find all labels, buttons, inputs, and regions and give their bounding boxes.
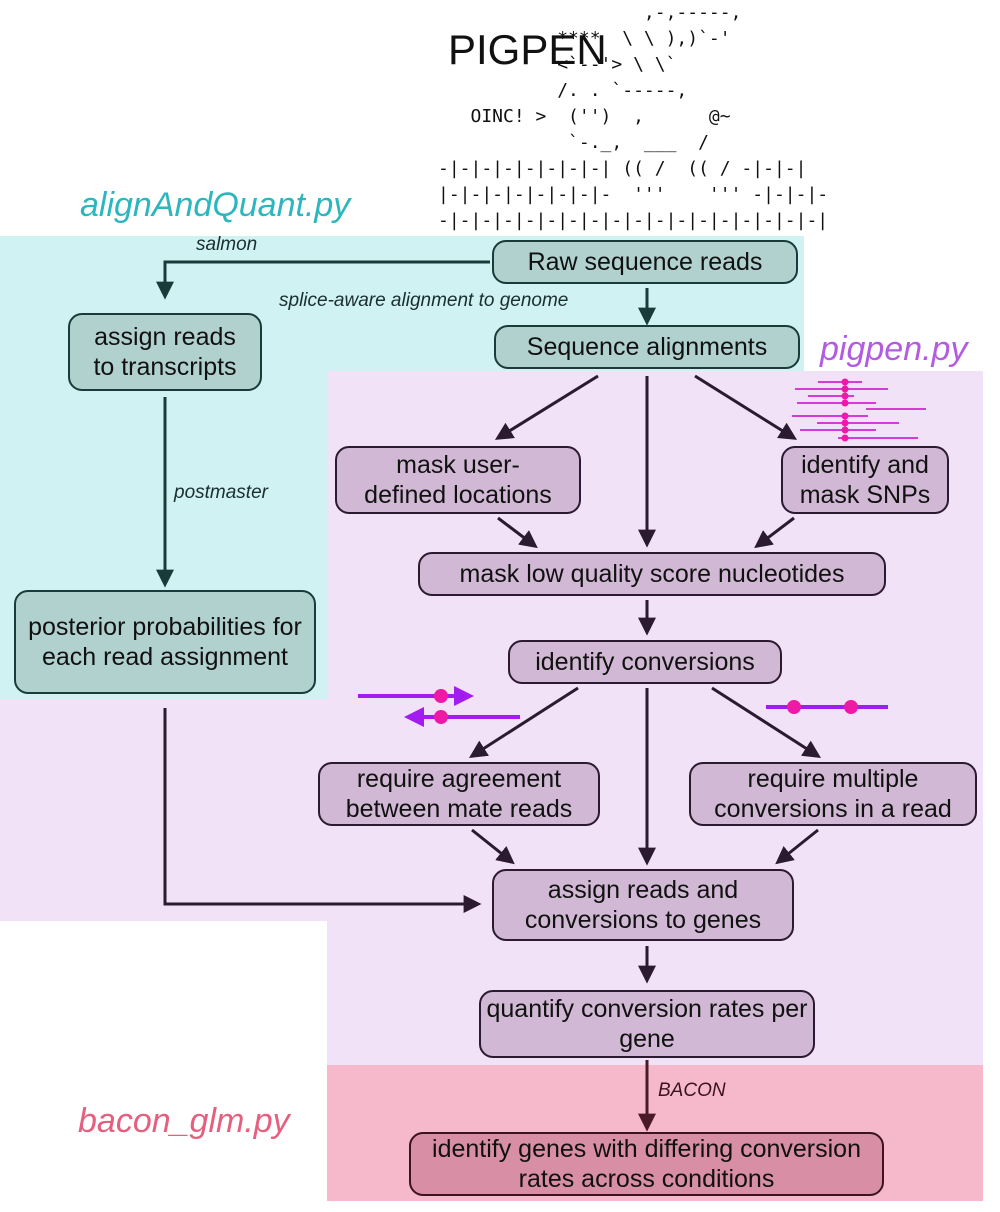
mate-pair-glyph	[358, 686, 520, 727]
edge-mate-to-assign	[471, 828, 515, 865]
node-assign-genes: assign reads and conversions to genes	[492, 869, 794, 941]
node-raw-reads: Raw sequence reads	[492, 240, 798, 284]
edge-posterior-to-assign-genes	[163, 708, 482, 913]
node-mate-agreement: require agreement between mate reads	[318, 762, 600, 826]
align-script-label: alignAndQuant.py	[80, 186, 351, 224]
node-quantify-rates: quantify conversion rates per gene	[479, 990, 815, 1058]
edge-identify-to-mate	[468, 686, 579, 758]
snp-reads-glyph	[792, 381, 926, 439]
edge-raw-to-transcripts	[156, 260, 490, 300]
node-mask-snps: identify and mask SNPs	[781, 446, 949, 514]
node-assign-transcripts: assign reads to transcripts	[68, 313, 262, 391]
pigpen-script-label: pigpen.py	[820, 330, 968, 368]
node-sequence-alignments: Sequence alignments	[494, 325, 800, 369]
edge-mask-user-to-mask-lowq	[497, 516, 538, 549]
snp-dots	[841, 378, 849, 442]
edge-multi-to-assign	[775, 828, 819, 865]
bacon-script-label: bacon_glm.py	[78, 1102, 290, 1140]
node-mask-user-defined: mask user-defined locations	[335, 446, 581, 514]
edge-mask-snp-to-mask-lowq	[754, 516, 795, 549]
edge-identify-to-multi	[711, 686, 822, 758]
node-differing-genes: identify genes with differing conversion…	[409, 1132, 884, 1196]
edge-alignments-to-mask-user	[494, 374, 599, 440]
pigpen-title: PIGPEN	[448, 26, 607, 73]
edge-label-postmaster: postmaster	[174, 482, 268, 503]
edge-label-salmon: salmon	[196, 234, 258, 255]
multi-conversion-glyph	[766, 700, 888, 714]
node-mask-low-quality: mask low quality score nucleotides	[418, 552, 886, 596]
edge-label-splice: splice-aware alignment to genome	[279, 290, 569, 311]
node-posterior-probabilities: posterior probabilities for each read as…	[14, 590, 316, 694]
node-identify-conversions: identify conversions	[508, 640, 782, 684]
edge-label-bacon: BACON	[658, 1080, 726, 1101]
ascii-pig-art: ,-,-----, **** \ \ ),)`-' <`--'> \ \` /.…	[438, 2, 829, 231]
node-multiple-conversions: require multiple conversions in a read	[689, 762, 977, 826]
edge-alignments-to-mask-snp	[694, 374, 798, 440]
